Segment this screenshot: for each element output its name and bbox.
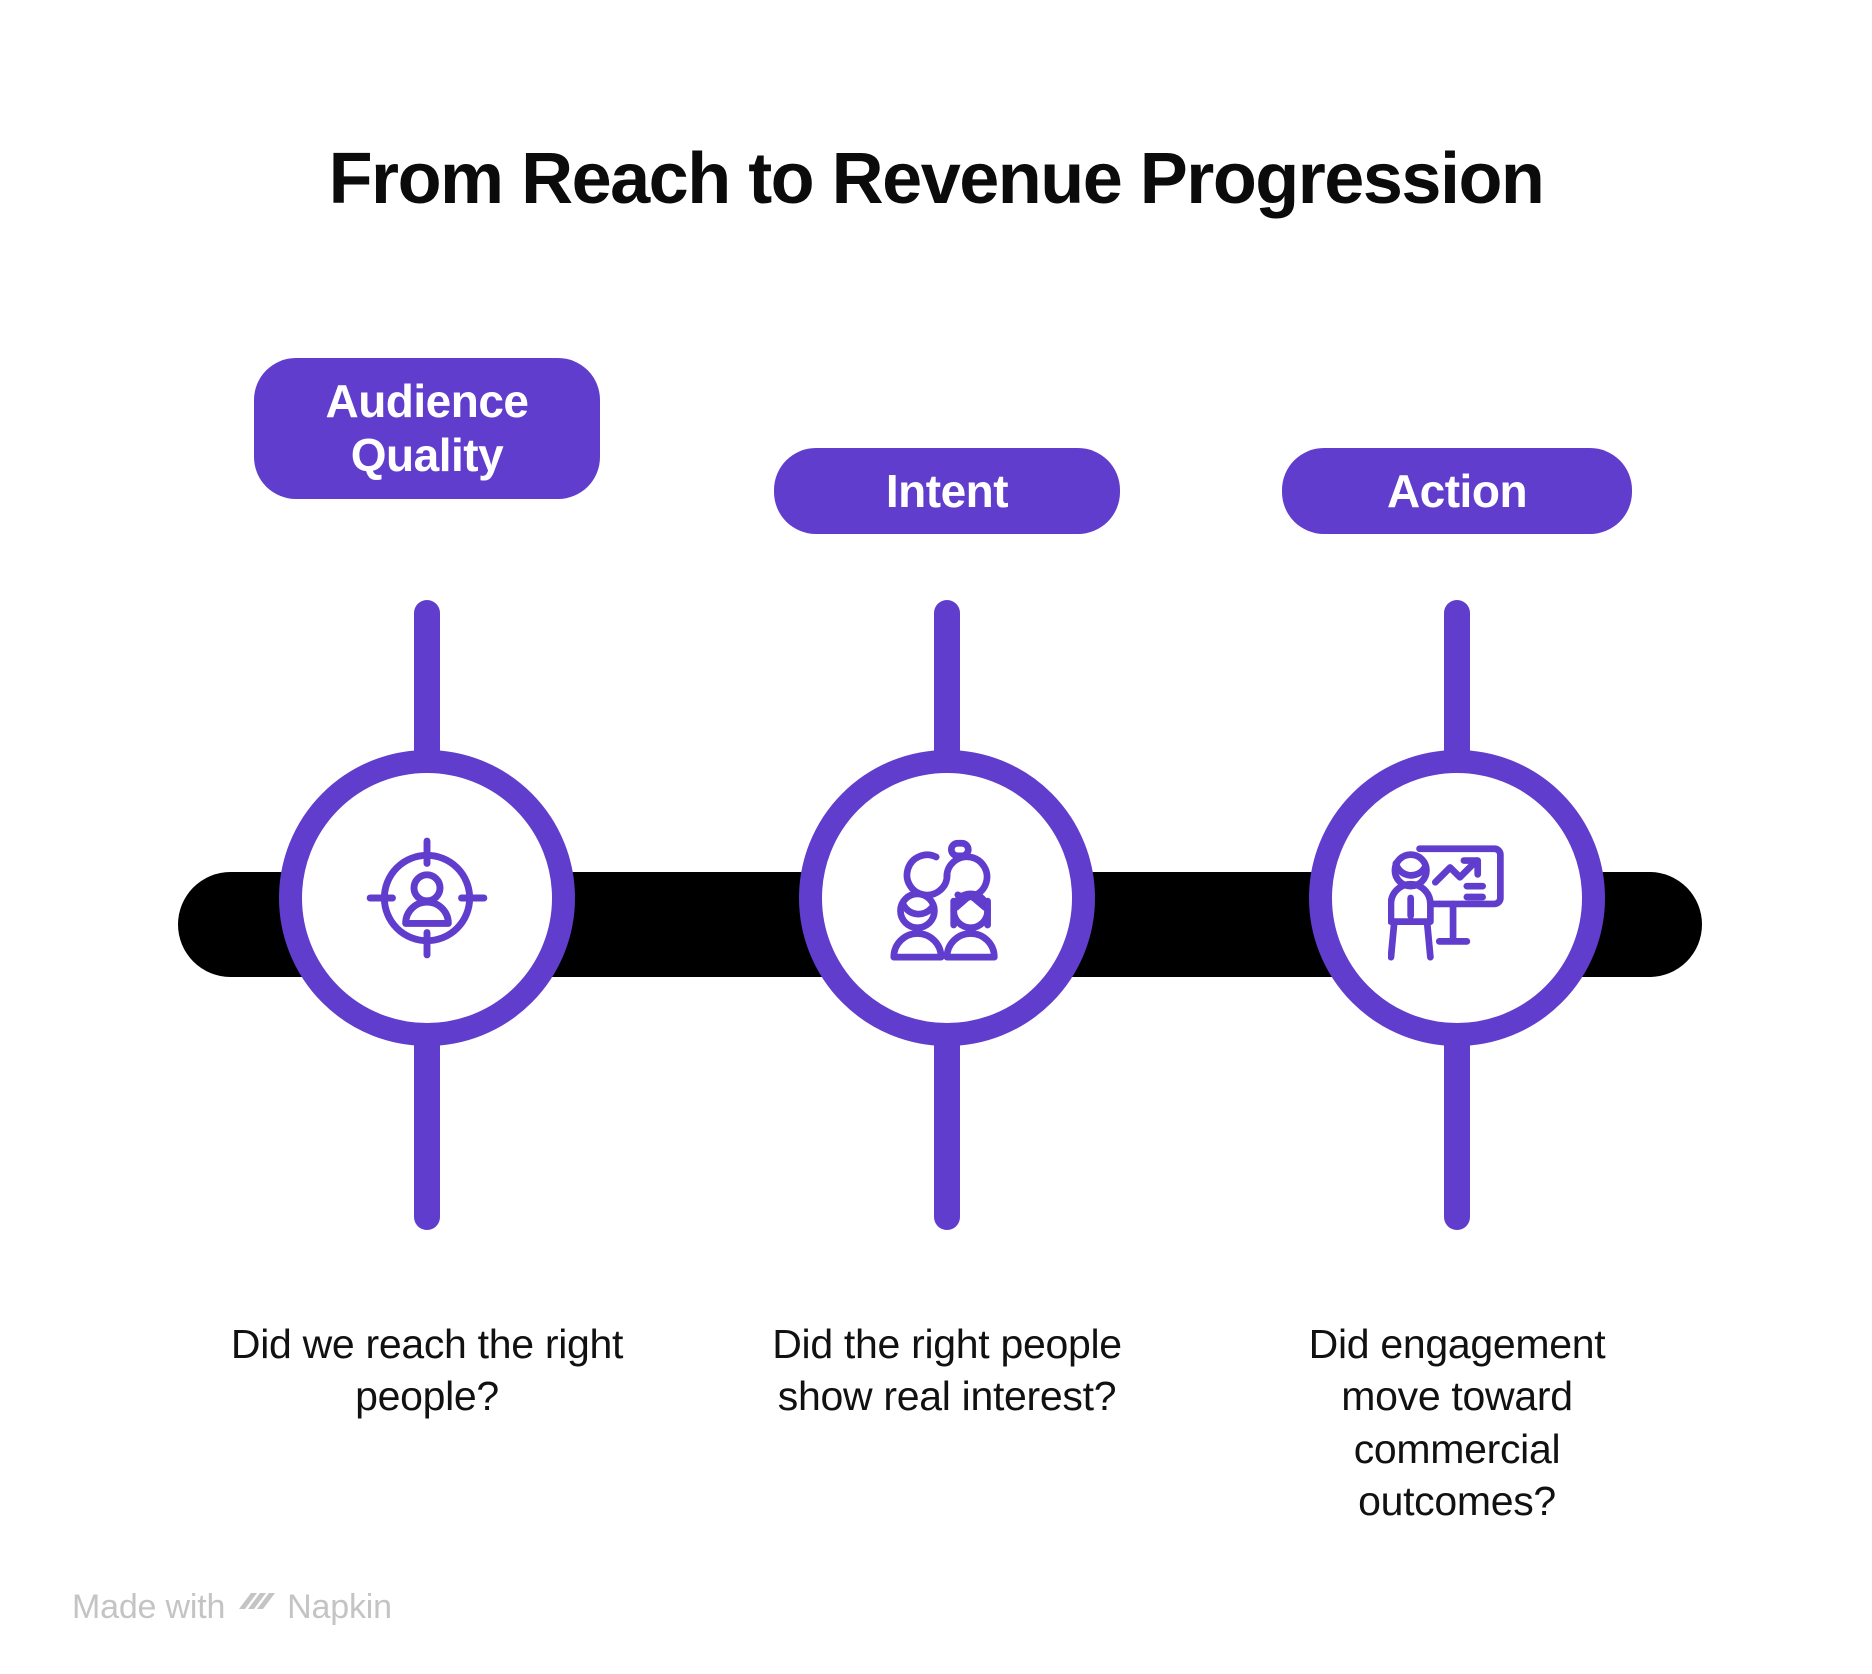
step-label-badge[interactable]: Audience Quality — [254, 358, 600, 499]
page-title: From Reach to Revenue Progression — [328, 139, 1545, 219]
step-ring[interactable] — [1309, 750, 1605, 1046]
presenter-chart-icon — [1388, 833, 1526, 963]
target-person-icon — [362, 833, 492, 963]
step-label-badge[interactable]: Action — [1282, 448, 1632, 535]
step-ring[interactable] — [799, 750, 1095, 1046]
step-label-badge[interactable]: Intent — [774, 448, 1120, 535]
footer-watermark: Made with Napkin — [72, 1588, 392, 1627]
brand-label: Napkin — [287, 1588, 392, 1626]
step-ring[interactable] — [279, 750, 575, 1046]
step-caption: Did engagement move toward commercial ou… — [1308, 1321, 1606, 1525]
step-intent: Intent — [737, 0, 1157, 1674]
step-caption: Did the right people show real interest? — [772, 1321, 1122, 1420]
napkin-logo-icon — [237, 1588, 276, 1627]
step-action: Action — [1247, 0, 1667, 1674]
two-people-rings-icon — [880, 833, 1014, 963]
made-with-label: Made with — [72, 1588, 226, 1626]
step-audience-quality: Audience Quality Did we reach the right … — [217, 0, 637, 1674]
step-caption: Did we reach the right people? — [230, 1321, 624, 1420]
